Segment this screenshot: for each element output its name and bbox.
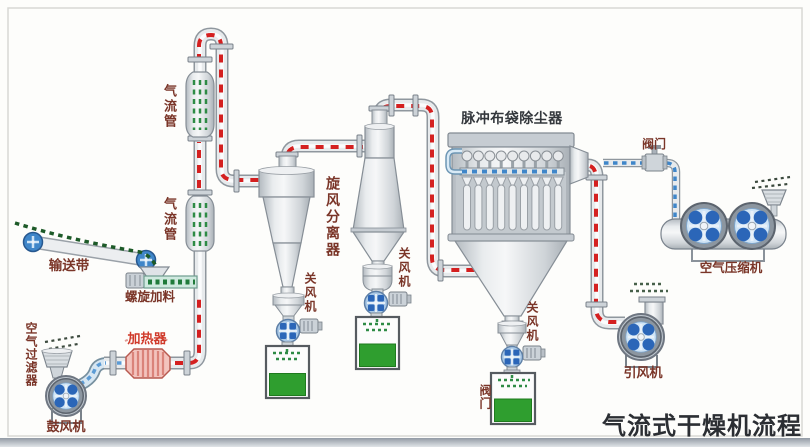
pulse-air-header	[445, 148, 565, 176]
exhaust-dashes	[630, 282, 668, 293]
air-compressor	[660, 175, 791, 262]
compressor-wheel-left	[679, 201, 729, 251]
air-filter	[41, 334, 81, 379]
outlet-duct	[569, 145, 589, 185]
bag-dust-collector-label: 脉冲布袋除尘器	[461, 111, 563, 127]
pulley-left	[22, 231, 44, 253]
airflow-pipe-lower-label: 气流管	[161, 197, 176, 242]
intake-dashes	[751, 175, 791, 190]
conveyor-belt	[14, 221, 159, 275]
pulse-valves	[461, 150, 564, 169]
induced-draft-fan-label: 引风机	[623, 366, 663, 381]
rotary-valve-3	[497, 320, 546, 375]
air-compressor-label: 空气压缩机	[699, 260, 763, 275]
collection-tank-3	[489, 371, 537, 426]
blower-label: 鼓风机	[46, 420, 86, 435]
screw-feeder-label: 螺旋加料	[124, 289, 175, 304]
air-valve	[641, 145, 668, 172]
conveyor-belt-label: 输送带	[48, 258, 90, 274]
cyclone-separator-label: 旋风分离器	[324, 176, 340, 259]
compressed-air-line	[603, 158, 681, 221]
rotary-valve-3-label: 关风机	[525, 301, 539, 343]
cyclone-1	[258, 155, 315, 299]
compressor-wheel-right	[727, 201, 777, 251]
screw-feeder	[125, 266, 198, 289]
rotary-valve-2-label: 关风机	[397, 247, 411, 289]
material-stream	[14, 221, 159, 275]
blower	[45, 375, 87, 424]
intake-air-dashes	[44, 334, 81, 351]
heater	[124, 336, 171, 379]
bag-dust-collector	[445, 132, 589, 326]
rotary-valve-2	[362, 263, 412, 319]
bottom-edge	[0, 438, 810, 447]
induced-draft-fan	[617, 282, 668, 368]
filter-bags	[461, 176, 564, 231]
airflow-pipe-upper-label: 气流管	[161, 84, 176, 129]
collection-tank-2	[354, 315, 401, 371]
diagram-title: 气流式干燥机流程图	[602, 412, 802, 440]
air-filter-label: 空气过滤器	[24, 322, 38, 387]
heater-label: 加热器	[127, 332, 167, 347]
valve-discharge-label: 阀门	[478, 384, 492, 410]
airflow-tube-upper	[185, 71, 215, 138]
airflow-tube-lower	[185, 195, 215, 252]
valve-compressed-air-label: 阀门	[641, 137, 666, 151]
frame-border	[7, 7, 803, 437]
collection-tank-1	[264, 344, 311, 400]
rotary-valve-1-label: 关风机	[303, 272, 317, 314]
